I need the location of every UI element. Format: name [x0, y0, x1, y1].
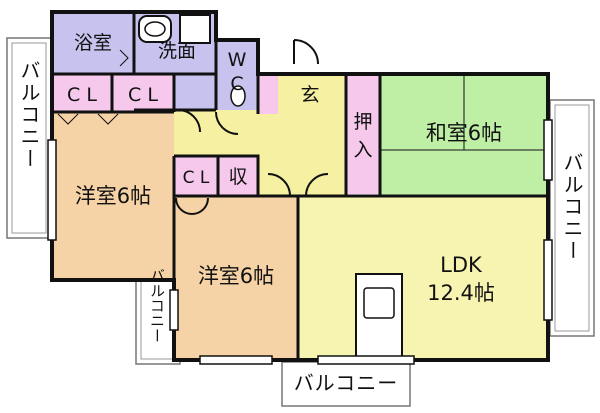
bath-fill [52, 12, 134, 74]
washbasin [138, 15, 172, 43]
ldk-fill [298, 196, 548, 360]
closet-2-label: C L [128, 84, 158, 106]
closet-1-label: C L [67, 84, 97, 106]
closet-3-label: C L [183, 168, 210, 188]
balcony-left-label: バルコニー [17, 60, 41, 170]
toilet-label-c: C [230, 73, 243, 95]
ldk-label-line1: LDK [440, 253, 483, 277]
washroom-label: 洗面 [158, 40, 196, 62]
right-balcony-frame [549, 99, 595, 337]
windows [47, 119, 553, 365]
balcony-bottom-label: バルコニー [294, 371, 399, 395]
storage-fill [218, 156, 258, 196]
fixtures [138, 14, 548, 361]
kitchen-sink [363, 287, 395, 319]
closet-2-fill [112, 74, 174, 112]
balcony-small-label: バルコニー [148, 268, 166, 343]
toilet-bowl [230, 85, 246, 107]
balcony-right-label: バルコニー [560, 152, 584, 262]
entrance-label: 玄 [300, 84, 319, 106]
ldk-label-line2: 12.4帖 [427, 281, 495, 305]
washitsu-label: 和室6帖 [426, 121, 502, 145]
washer-space [179, 14, 211, 44]
oshiire-label-2: 入 [353, 139, 372, 161]
entrance-step [258, 74, 278, 114]
doors [57, 39, 329, 215]
balcony-labels: バルコニー バルコニー バルコニー バルコニー [17, 60, 584, 395]
left-balcony-frame [6, 37, 52, 239]
bath-label: 浴室 [74, 32, 112, 54]
western-room-2-label: 洋室6帖 [198, 264, 274, 288]
western-room-2-fill [174, 196, 298, 360]
oshiire-fill [346, 74, 380, 194]
western-room-1-label: 洋室6帖 [75, 184, 151, 208]
closet-3-fill [174, 156, 218, 196]
western-room-1-fill [52, 112, 174, 280]
storage-label: 収 [228, 166, 247, 188]
room-labels: 浴室 洗面 W C C L C L 玄 押 入 和室6帖 洋室6帖 C L 収 … [67, 32, 502, 305]
bottom-balcony-frame [281, 361, 411, 407]
toilet-label-w: W [228, 49, 247, 71]
oshiire-label-1: 押 [353, 111, 372, 133]
closet-1-fill [52, 74, 112, 112]
